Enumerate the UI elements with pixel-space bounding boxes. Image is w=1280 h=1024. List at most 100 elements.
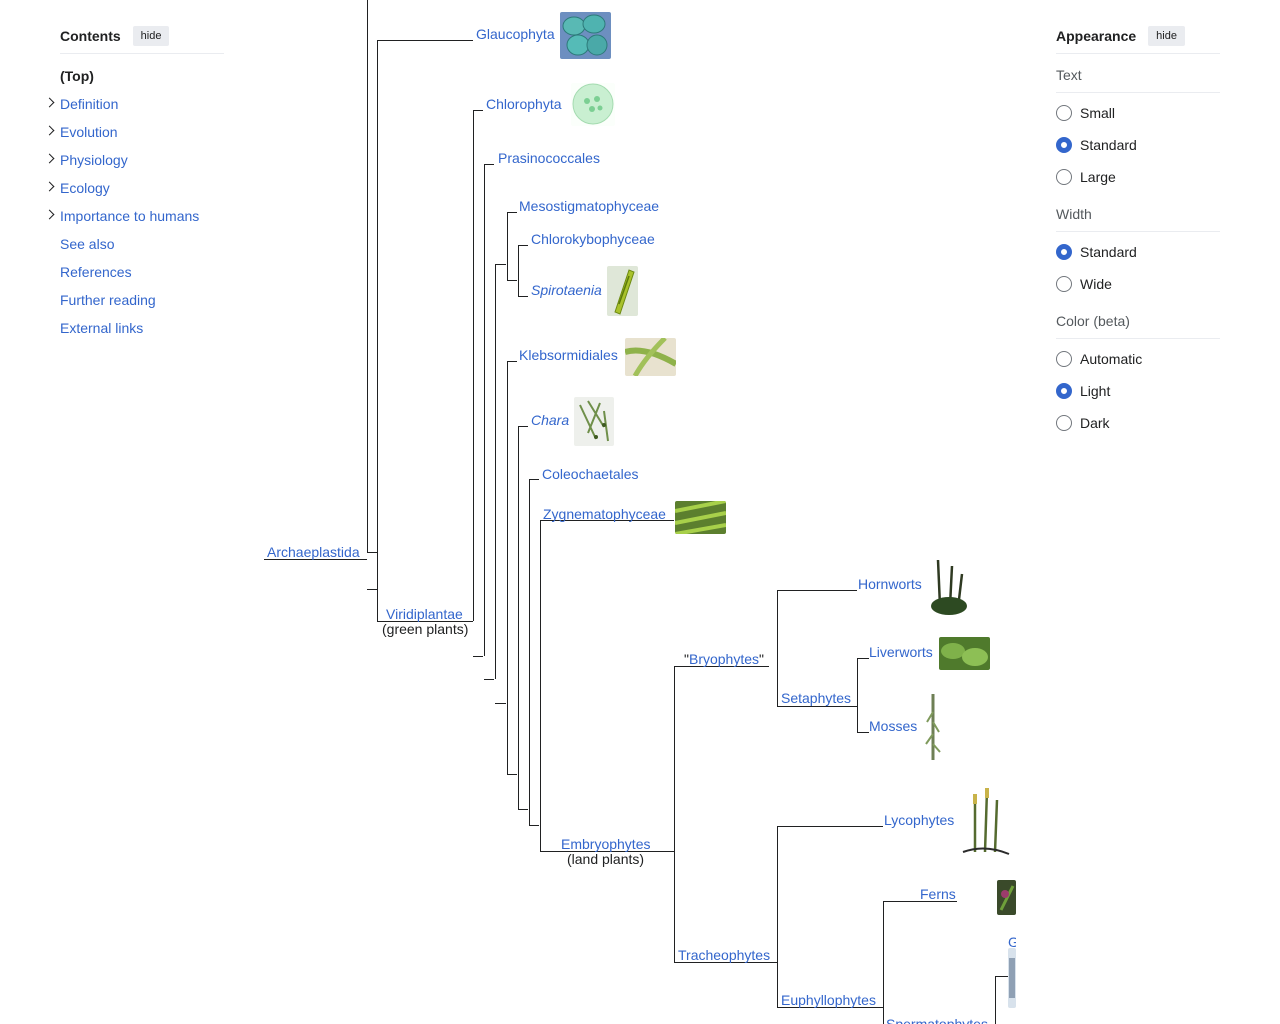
clade-line: [883, 901, 884, 1024]
node-mesostigmatophyceae[interactable]: Mesostigmatophyceae: [519, 198, 659, 214]
clade-line: [777, 826, 778, 1008]
clade-line: [777, 590, 778, 706]
node-chara[interactable]: Chara: [531, 412, 569, 428]
node-chlorokybophyceae[interactable]: Chlorokybophyceae: [531, 231, 655, 247]
toc-item-evolution[interactable]: Evolution: [44, 118, 224, 146]
node-spermatophytes[interactable]: Spermatophytes: [886, 1016, 988, 1024]
node-zygnematophyceae[interactable]: Zygnematophyceae: [543, 506, 666, 522]
node-link[interactable]: Embryophytes: [561, 836, 651, 852]
node-link[interactable]: Liverworts: [869, 644, 933, 660]
clade-line: [484, 164, 494, 165]
text-size-standard-option[interactable]: Standard: [1056, 129, 1220, 161]
node-coleochaetales[interactable]: Coleochaetales: [542, 466, 639, 482]
node-link[interactable]: Chara: [531, 412, 570, 428]
node-link[interactable]: Prasinococcales: [498, 150, 600, 166]
color-dark-option[interactable]: Dark: [1056, 407, 1220, 439]
node-link[interactable]: Zygnematophyceae: [543, 506, 666, 522]
toc-item-label[interactable]: Ecology: [60, 180, 110, 196]
node-prasinococcales[interactable]: Prasinococcales: [498, 150, 600, 166]
node-link[interactable]: Chlorophyta: [486, 96, 562, 112]
node-link[interactable]: Chlorokybophyceae: [531, 231, 655, 247]
node-partial-g[interactable]: G: [1008, 934, 1016, 950]
node-link[interactable]: Mosses: [869, 718, 918, 734]
node-tracheophytes[interactable]: Tracheophytes: [678, 947, 770, 963]
node-link[interactable]: Klebsormidiales: [519, 347, 618, 363]
chlorophyta-image[interactable]: [571, 83, 615, 126]
zygnematophyceae-image[interactable]: [675, 501, 726, 534]
node-spirotaenia[interactable]: Spirotaenia: [531, 282, 602, 298]
partial-image[interactable]: [1008, 948, 1016, 1008]
node-link[interactable]: G: [1008, 934, 1016, 950]
mosses-image[interactable]: [923, 692, 943, 764]
lycophytes-image[interactable]: [961, 786, 1010, 858]
node-link[interactable]: Spirotaenia: [531, 282, 602, 298]
liverworts-image[interactable]: [939, 637, 990, 670]
color-automatic-option[interactable]: Automatic: [1056, 343, 1220, 375]
node-link[interactable]: Tracheophytes: [678, 947, 771, 963]
toc-item-label[interactable]: Physiology: [60, 152, 128, 168]
node-klebsormidiales[interactable]: Klebsormidiales: [519, 347, 618, 363]
node-lycophytes[interactable]: Lycophytes: [884, 812, 954, 828]
toc-item-label[interactable]: Importance to humans: [60, 208, 200, 224]
toc-item-physiology[interactable]: Physiology: [44, 146, 224, 174]
node-liverworts[interactable]: Liverworts: [869, 644, 933, 660]
radio-button[interactable]: [1056, 276, 1072, 292]
toc-item-see-also[interactable]: See also: [60, 236, 115, 252]
klebsormidiales-image[interactable]: [625, 338, 676, 376]
toc-item-label[interactable]: Evolution: [60, 124, 118, 140]
toc-item-importance-to-humans[interactable]: Importance to humans: [44, 202, 224, 230]
node-link[interactable]: Glaucophyta: [476, 26, 555, 42]
node-link[interactable]: Lycophytes: [884, 812, 955, 828]
radio-button[interactable]: [1056, 415, 1072, 431]
node-viridiplantae[interactable]: Viridiplantae: [386, 606, 463, 622]
toc-item-top[interactable]: (Top): [60, 68, 94, 84]
node-link[interactable]: Ferns: [920, 886, 956, 902]
node-mosses[interactable]: Mosses: [869, 718, 917, 734]
node-link[interactable]: Hornworts: [858, 576, 922, 592]
ferns-image[interactable]: [997, 880, 1016, 915]
toc-item-definition[interactable]: Definition: [44, 90, 224, 118]
clade-line: [507, 212, 517, 213]
node-bryophytes[interactable]: "Bryophytes": [684, 651, 764, 667]
node-link[interactable]: Setaphytes: [781, 690, 852, 706]
color-light-option[interactable]: Light: [1056, 375, 1220, 407]
clade-line: [777, 590, 857, 591]
radio-button-selected[interactable]: [1056, 137, 1072, 153]
text-size-large-option[interactable]: Large: [1056, 161, 1220, 193]
radio-button-selected[interactable]: [1056, 383, 1072, 399]
node-glaucophyta[interactable]: Glaucophyta: [476, 26, 555, 42]
node-link[interactable]: Coleochaetales: [542, 466, 639, 482]
node-archaeplastida[interactable]: Archaeplastida: [267, 544, 360, 560]
node-link[interactable]: Viridiplantae: [386, 606, 463, 622]
node-euphyllophytes[interactable]: Euphyllophytes: [781, 992, 876, 1008]
text-size-small-option[interactable]: Small: [1056, 97, 1220, 129]
radio-button[interactable]: [1056, 105, 1072, 121]
toc-item-external-links[interactable]: External links: [60, 320, 144, 336]
node-hornworts[interactable]: Hornworts: [858, 576, 922, 592]
node-ferns[interactable]: Ferns: [920, 886, 956, 902]
hornworts-image[interactable]: [930, 556, 969, 616]
node-setaphytes[interactable]: Setaphytes: [781, 690, 851, 706]
toc-item-label[interactable]: Definition: [60, 96, 119, 112]
radio-button[interactable]: [1056, 351, 1072, 367]
node-chlorophyta[interactable]: Chlorophyta: [486, 96, 562, 112]
clade-line: [529, 479, 539, 480]
node-embryophytes[interactable]: Embryophytes: [561, 836, 650, 852]
width-wide-option[interactable]: Wide: [1056, 268, 1220, 300]
radio-button[interactable]: [1056, 169, 1072, 185]
toc-item-ecology[interactable]: Ecology: [44, 174, 224, 202]
appearance-hide-button[interactable]: hide: [1148, 26, 1185, 46]
node-link[interactable]: Euphyllophytes: [781, 992, 876, 1008]
spirotaenia-image[interactable]: [607, 266, 638, 316]
width-standard-option[interactable]: Standard: [1056, 236, 1220, 268]
chara-image[interactable]: [574, 397, 614, 446]
radio-button-selected[interactable]: [1056, 244, 1072, 260]
node-link[interactable]: Bryophytes: [688, 651, 760, 667]
node-link[interactable]: Mesostigmatophyceae: [519, 198, 660, 214]
toc-item-further-reading[interactable]: Further reading: [60, 292, 156, 308]
toc-hide-button[interactable]: hide: [132, 26, 170, 46]
toc-item-references[interactable]: References: [60, 264, 132, 280]
glaucophyta-image[interactable]: [560, 12, 611, 59]
node-link[interactable]: Archaeplastida: [267, 544, 360, 560]
node-link[interactable]: Spermatophytes: [886, 1016, 988, 1024]
